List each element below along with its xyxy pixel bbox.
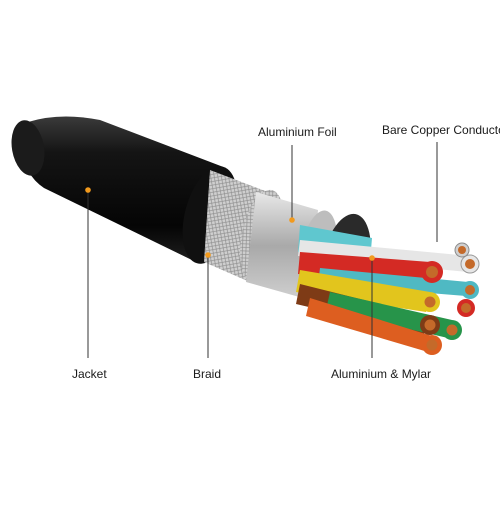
marker-dots	[85, 187, 375, 261]
wire-end-red-2	[457, 299, 475, 317]
label-braid: Braid	[193, 367, 222, 381]
marker-dot-jacket	[85, 187, 91, 193]
label-aluminium-foil: Aluminium Foil	[258, 125, 337, 139]
wire-end-white	[460, 254, 480, 274]
marker-dot-foil	[289, 217, 295, 223]
wire-teal	[318, 268, 468, 296]
wire-end-green	[442, 320, 462, 340]
marker-dot-mylar	[369, 255, 375, 261]
wire-end-yellow	[420, 292, 440, 312]
wire-end-top	[454, 242, 470, 258]
wire-end-orange	[422, 335, 442, 355]
wire-yellow	[296, 270, 430, 312]
wire-end-red	[421, 261, 443, 283]
inner-wires	[296, 225, 480, 355]
marker-dot-braid	[205, 252, 211, 258]
label-jacket: Jacket	[72, 367, 107, 381]
wire-end-brown	[420, 315, 440, 335]
wire-orange	[306, 298, 432, 352]
label-bare-copper-conductor: Bare Copper Conductor	[382, 123, 500, 137]
leader-lines	[87, 142, 438, 358]
label-aluminium-mylar: Aluminium & Mylar	[331, 367, 432, 381]
wire-end-teal	[461, 281, 479, 299]
